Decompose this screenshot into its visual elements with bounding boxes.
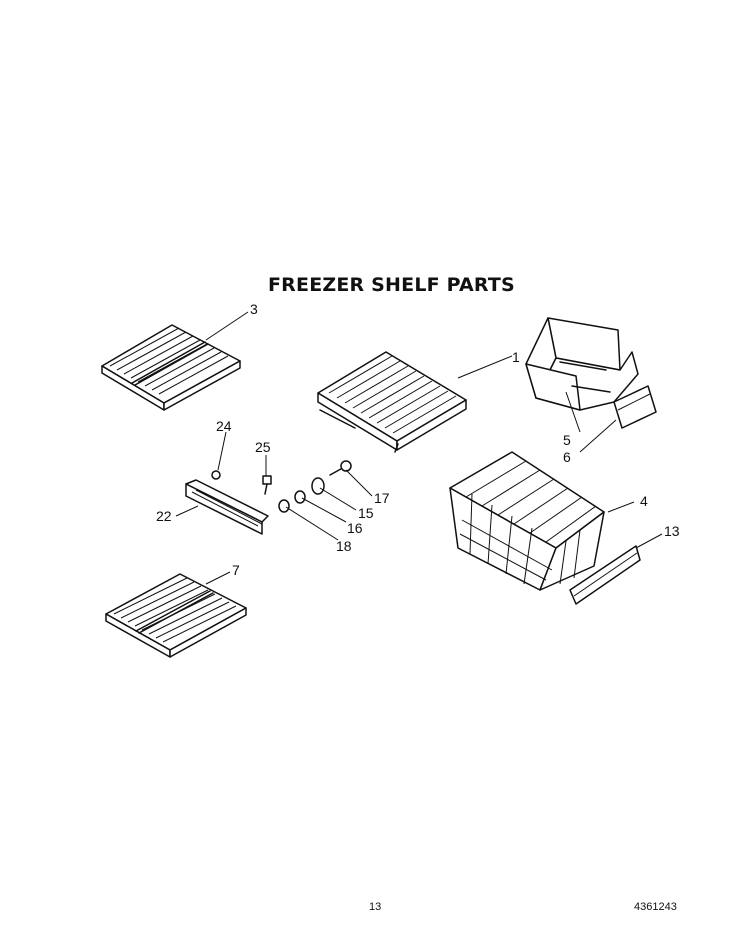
leader-lines <box>175 311 663 585</box>
part-4-wire-basket <box>449 451 605 591</box>
part-16-washer <box>294 490 306 504</box>
part-5-pan <box>525 317 639 411</box>
callout-22: 22 <box>156 508 172 524</box>
part-6-trim <box>613 385 657 429</box>
callout-5: 5 <box>563 432 571 448</box>
callout-3: 3 <box>250 301 258 317</box>
part-1-shelf <box>317 351 467 453</box>
document-number: 4361243 <box>634 901 677 913</box>
callout-4: 4 <box>640 493 648 509</box>
callout-15: 15 <box>358 505 374 521</box>
callout-24: 24 <box>216 418 232 434</box>
part-3-wire-shelf <box>101 324 241 411</box>
part-15-spacer <box>311 477 325 495</box>
callout-16: 16 <box>347 520 363 536</box>
callout-18: 18 <box>336 538 352 554</box>
part-24-screw <box>211 470 221 480</box>
callout-1: 1 <box>512 349 520 365</box>
callout-7: 7 <box>232 562 240 578</box>
part-7-wire-shelf <box>105 573 247 658</box>
part-18-nut <box>278 499 290 513</box>
callout-6: 6 <box>563 449 571 465</box>
callout-13: 13 <box>664 523 680 539</box>
page-number: 13 <box>369 901 382 913</box>
callout-17: 17 <box>374 490 390 506</box>
part-17-bolt <box>329 460 352 476</box>
callout-25: 25 <box>255 439 271 455</box>
part-25-screw <box>262 475 272 495</box>
part-22-rail <box>185 479 269 535</box>
diagram-title: FREEZER SHELF PARTS <box>268 274 515 296</box>
part-13-trim <box>569 545 641 605</box>
